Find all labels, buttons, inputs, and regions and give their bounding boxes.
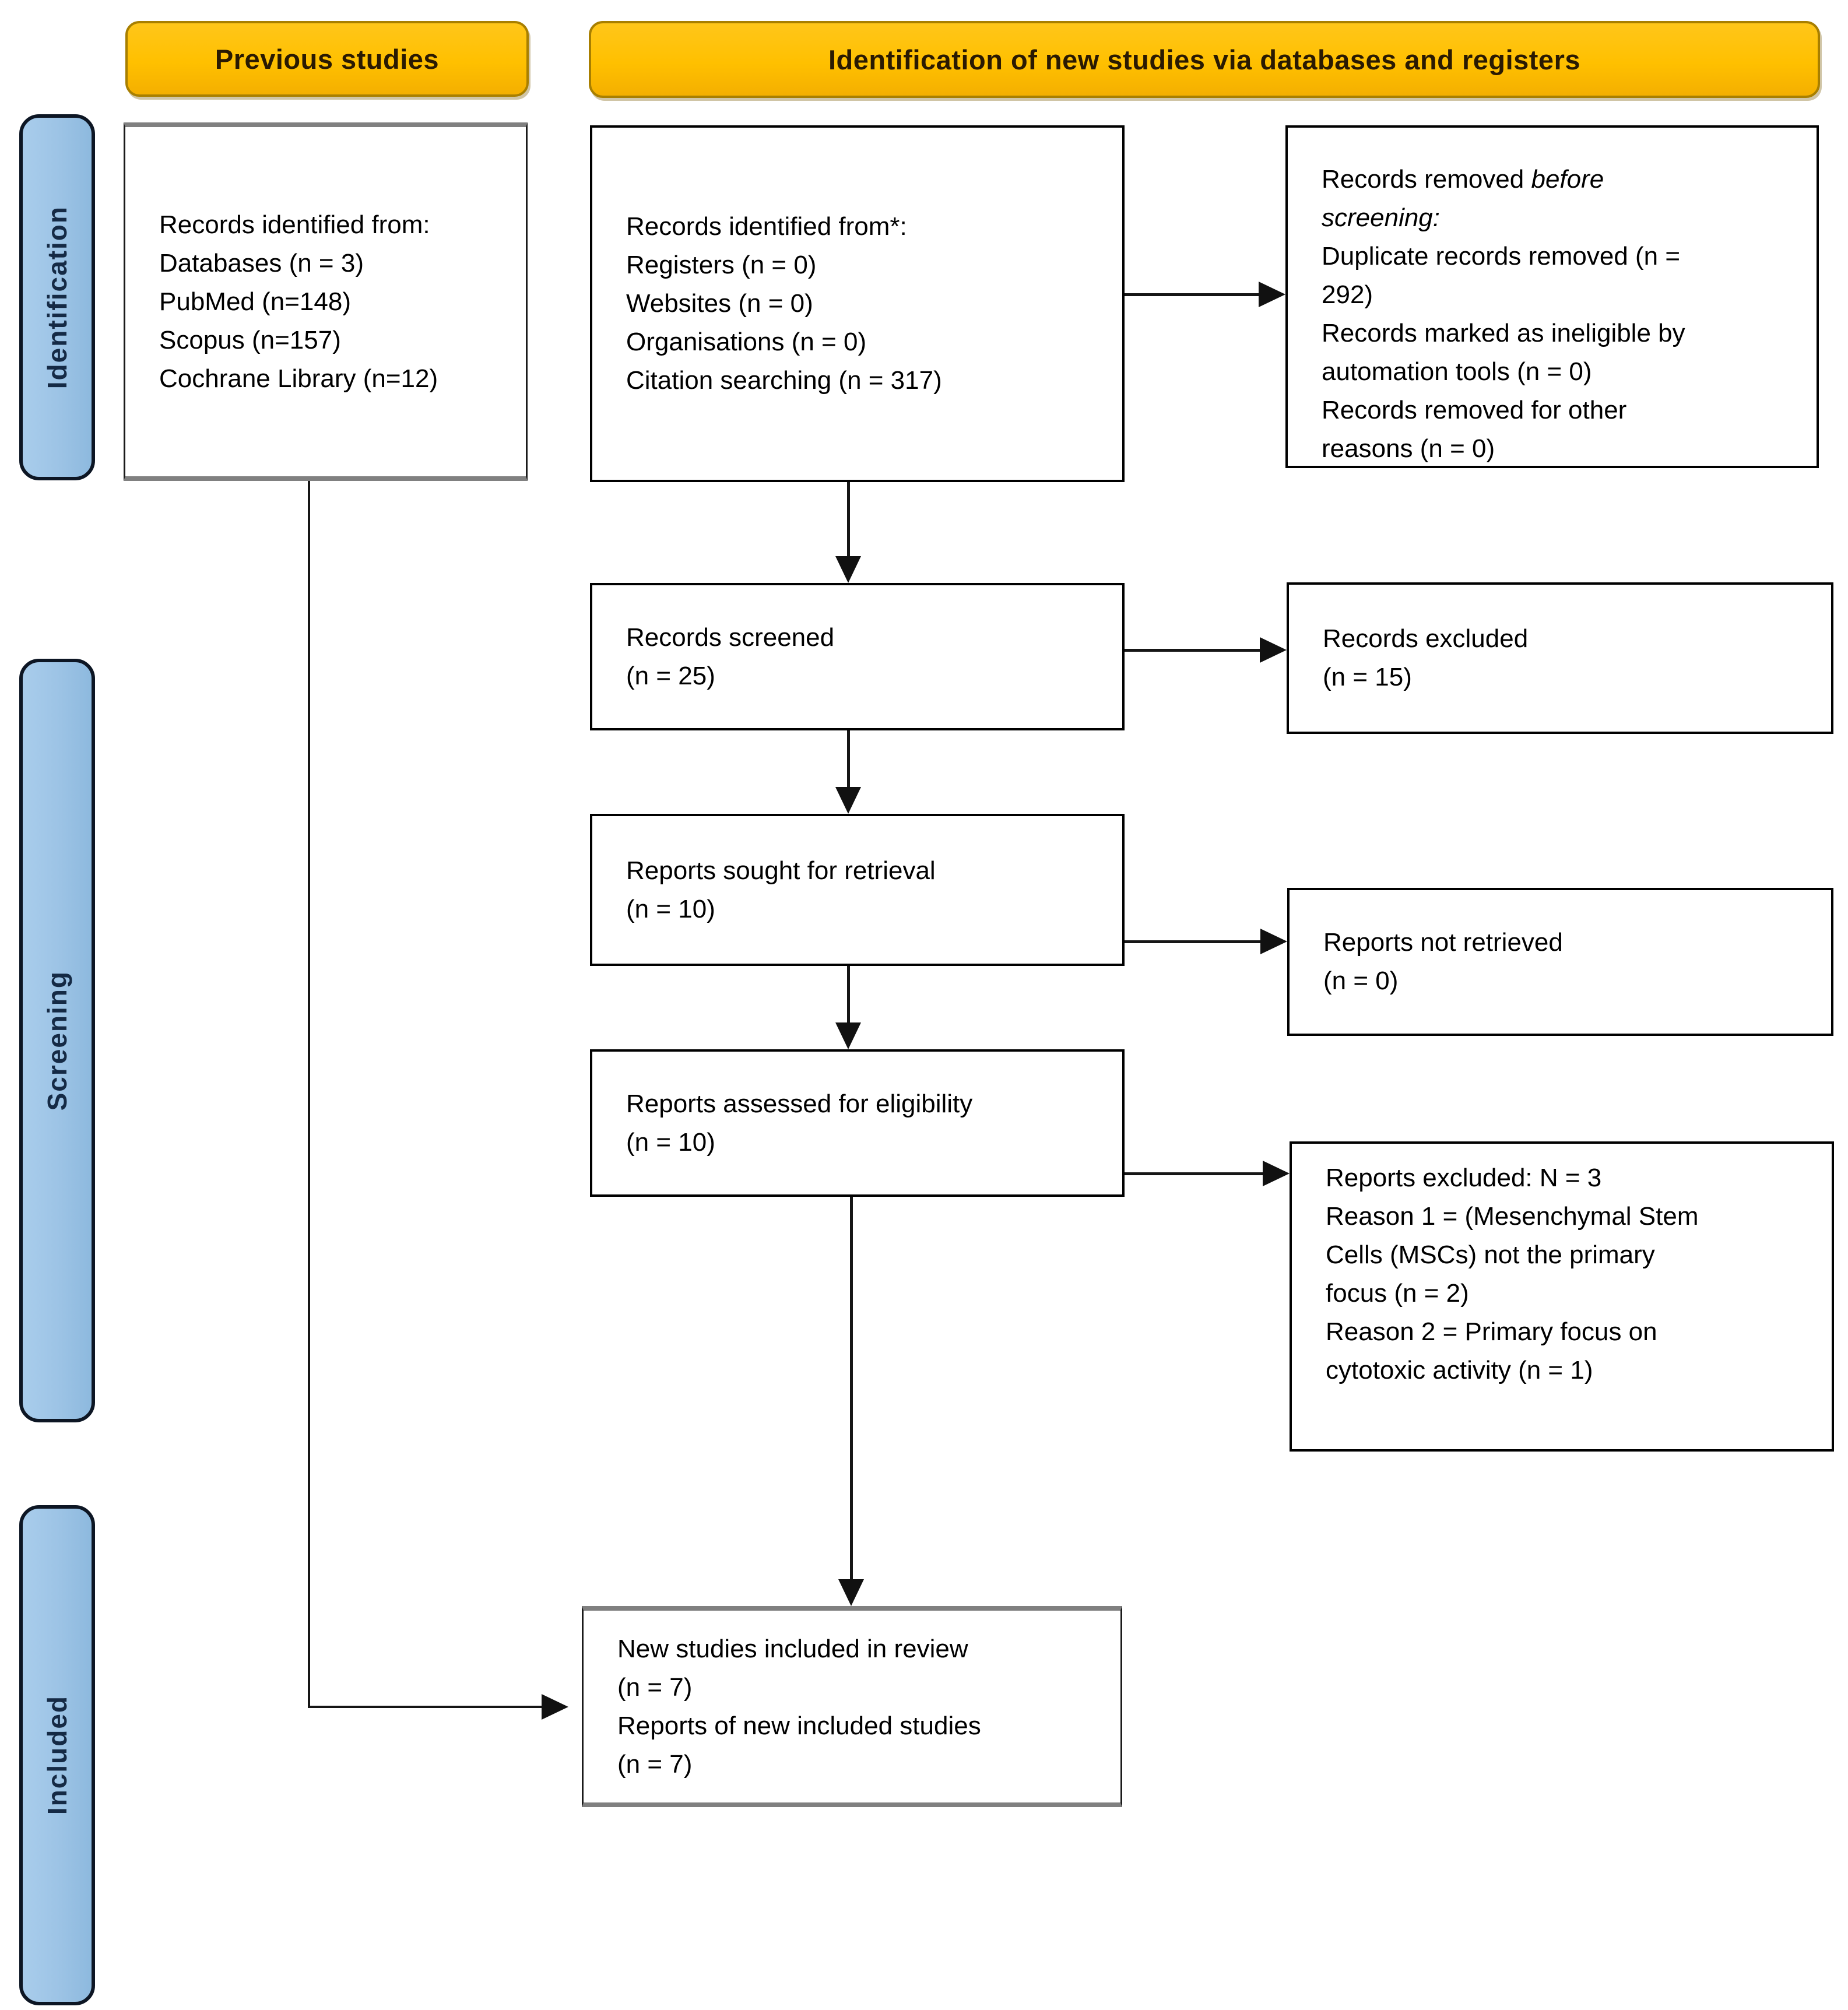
box-line: Duplicate records removed (n = [1322,242,1681,270]
box-line: reasons (n = 0) [1322,434,1495,463]
arrow-line [1125,1172,1264,1175]
arrow-line [1125,649,1262,652]
box-line: Cochrane Library (n=12) [159,364,438,393]
box-line: Reason 1 = (Mesenchymal Stem [1326,1202,1699,1231]
arrow-line [1125,293,1260,296]
arrow-head-right [1259,282,1285,307]
box-previous-records-text: Records identified from: Databases (n = … [125,206,452,398]
box-line: Records removed for other [1322,396,1627,424]
box-reports-excluded-reasons: Reports excluded: N = 3 Reason 1 = (Mese… [1290,1141,1834,1452]
box-reports-excluded-reasons-text: Reports excluded: N = 3 Reason 1 = (Mese… [1292,1144,1713,1390]
box-line: Records removed before [1322,160,1685,199]
box-line: (n = 25) [626,661,715,690]
box-line: (n = 7) [617,1749,693,1779]
arrow-head-down [835,556,861,583]
box-line: PubMed (n=148) [159,287,351,316]
box-line: New studies included in review [617,1634,968,1663]
stage-included: Included [19,1505,95,2005]
box-records-removed-text: Records removed before screening: Duplic… [1288,128,1699,468]
arrow-head-down [835,1022,861,1049]
box-line: Scopus (n=157) [159,325,341,354]
box-records-excluded-text: Records excluded (n = 15) [1289,620,1542,697]
box-line: (n = 15) [1323,663,1412,691]
box-reports-sought-text: Reports sought for retrieval (n = 10) [592,852,950,929]
box-line: screening: [1322,203,1441,232]
box-line: Records excluded [1323,624,1529,653]
arrow-head-right [1260,929,1287,954]
box-line: (n = 0) [1323,967,1399,995]
arrow-head-right [1260,637,1287,663]
box-line: Websites (n = 0) [626,289,813,318]
box-line: Cells (MSCs) not the primary [1326,1241,1655,1269]
box-reports-not-retrieved: Reports not retrieved (n = 0) [1287,888,1833,1036]
box-records-screened-text: Records screened (n = 25) [592,619,848,695]
arrow-head-right [542,1694,568,1720]
box-line: Registers (n = 0) [626,251,817,279]
box-line: (n = 10) [626,1127,715,1157]
stage-included-label: Included [42,1695,72,1815]
box-line: Records screened [626,623,835,652]
box-new-records-identified: Records identified from*: Registers (n =… [590,125,1125,482]
box-reports-assessed-text: Reports assessed for eligibility (n = 10… [592,1085,986,1162]
box-new-studies-included: New studies included in review (n = 7) R… [582,1606,1122,1807]
box-line: 292) [1322,280,1373,309]
connector-horizontal-line [308,1706,543,1708]
box-reports-sought: Reports sought for retrieval (n = 10) [590,814,1125,966]
stage-identification: Identification [19,114,95,480]
box-line: focus (n = 2) [1326,1279,1469,1308]
box-line: Reports excluded: N = 3 [1326,1164,1602,1192]
box-records-excluded: Records excluded (n = 15) [1287,582,1833,734]
box-line: Records identified from*: [626,212,907,241]
box-line: cytotoxic activity (n = 1) [1326,1356,1593,1384]
box-records-screened: Records screened (n = 25) [590,583,1125,730]
box-reports-assessed: Reports assessed for eligibility (n = 10… [590,1049,1125,1197]
stage-screening-label: Screening [42,970,72,1111]
arrow-line [847,966,850,1025]
box-line: Reports assessed for eligibility [626,1089,973,1118]
arrow-line [847,730,850,790]
box-line: Reports not retrieved [1323,928,1563,957]
box-line: Reports sought for retrieval [626,856,936,885]
box-reports-not-retrieved-text: Reports not retrieved (n = 0) [1290,923,1577,1000]
arrow-head-down [838,1579,864,1606]
stage-identification-label: Identification [42,205,72,389]
box-line: (n = 10) [626,894,715,923]
arrow-line [847,482,850,559]
box-records-removed: Records removed before screening: Duplic… [1285,125,1819,468]
arrow-head-down [835,787,861,814]
arrow-line [850,1197,853,1582]
box-line: automation tools (n = 0) [1322,357,1592,386]
arrow-line [1125,940,1262,943]
removed-normal-text: Records removed [1322,165,1531,194]
stage-screening: Screening [19,659,95,1422]
removed-italic-text: before [1531,165,1604,194]
header-previous-studies-label: Previous studies [215,43,440,75]
box-line: Citation searching (n = 317) [626,366,942,395]
box-line: Records marked as ineligible by [1322,319,1685,347]
box-previous-records-identified: Records identified from: Databases (n = … [124,122,528,481]
box-line: Organisations (n = 0) [626,328,867,356]
box-line: Reports of new included studies [617,1711,981,1740]
header-new-studies: Identification of new studies via databa… [589,21,1820,98]
connector-vertical-line [308,481,310,1707]
header-previous-studies: Previous studies [125,21,529,97]
box-line: Records identified from: [159,210,430,239]
box-new-studies-included-text: New studies included in review (n = 7) R… [584,1630,995,1784]
box-line: Databases (n = 3) [159,248,364,277]
box-line: (n = 7) [617,1672,693,1702]
header-new-studies-label: Identification of new studies via databa… [828,44,1581,75]
box-line: Reason 2 = Primary focus on [1326,1317,1657,1346]
arrow-head-right [1263,1161,1290,1186]
box-new-records-text: Records identified from*: Registers (n =… [592,208,956,400]
